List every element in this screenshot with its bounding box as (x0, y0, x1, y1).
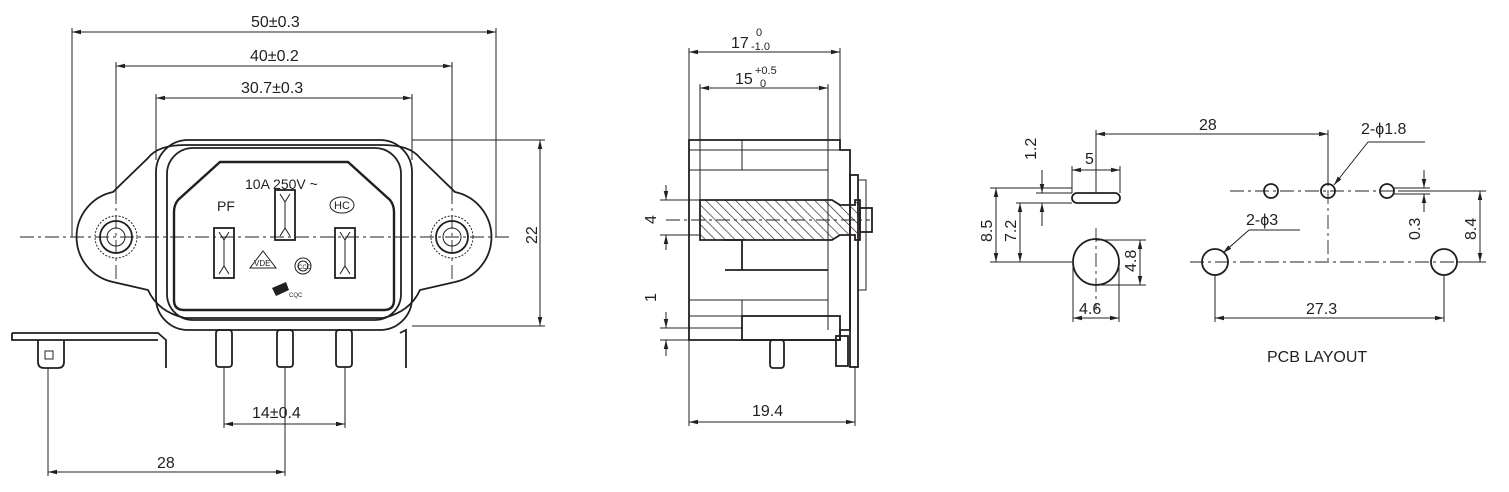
live-contact (213, 227, 235, 279)
svg-text:1.2: 1.2 (1023, 138, 1040, 160)
svg-text:HC: HC (334, 200, 350, 212)
rear-plate-step (857, 179, 867, 291)
socket-body-rim (166, 147, 402, 321)
front-view: 10A 250V ~ PF HC VDE CCC CQC (11, 14, 545, 476)
dim-slot-height: 1.2 (1023, 138, 1072, 226)
side-tab (835, 335, 849, 367)
svg-text:0: 0 (760, 78, 766, 90)
svg-text:40±0.2: 40±0.2 (250, 48, 299, 65)
vde-mark-icon: VDE (248, 250, 278, 269)
dim-slot-spacing: 28 (1095, 117, 1329, 193)
solder-pins (215, 329, 353, 368)
rating-label: 10A 250V ~ (245, 176, 318, 192)
dim-pin-offset: 4 (643, 185, 700, 250)
dim-small-holes: 2-ϕ1.8 (1333, 121, 1425, 186)
small-hole-right (1379, 183, 1395, 199)
dim-depth-main: 17 0 -1.0 (688, 27, 841, 140)
right-mounting-hole (430, 215, 474, 259)
dim-hole-spacing: 27.3 (1214, 275, 1445, 322)
small-hole-left (1263, 183, 1279, 199)
svg-text:28: 28 (157, 455, 175, 472)
earth-contact (274, 189, 296, 241)
dim-total-depth: 19.4 (688, 340, 856, 426)
svg-text:14±0.4: 14±0.4 (252, 405, 301, 422)
svg-text:2-ϕ1.8: 2-ϕ1.8 (1361, 121, 1407, 138)
hc-mark: HC (329, 196, 355, 214)
side-contact-pin (699, 199, 861, 241)
svg-text:7.2: 7.2 (1003, 220, 1020, 242)
svg-text:19.4: 19.4 (752, 403, 783, 420)
svg-text:4: 4 (643, 215, 660, 224)
dim-height-large: 8.5 (979, 187, 1072, 263)
side-inner-pocket (725, 239, 828, 271)
svg-text:50±0.3: 50±0.3 (251, 14, 300, 31)
dim-overall-width: 50±0.3 (71, 14, 497, 237)
ccc-mark-icon: CCC (294, 257, 312, 275)
left-mounting-hole (94, 215, 138, 259)
side-foot (741, 315, 841, 341)
dim-base-gap: 1 (643, 293, 742, 356)
svg-text:-1.0: -1.0 (751, 41, 770, 53)
svg-text:17: 17 (731, 35, 749, 52)
svg-text:+0.5: +0.5 (755, 65, 777, 77)
dim-large-holes: 2-ϕ3 (1222, 212, 1300, 254)
svg-text:2-ϕ3: 2-ϕ3 (1246, 212, 1278, 229)
dim-height: 22 (412, 139, 545, 327)
svg-text:8.5: 8.5 (979, 220, 996, 242)
svg-text:CQC: CQC (289, 293, 303, 299)
dim-offset: 0.3 (1394, 170, 1430, 240)
dim-depth-inner: 15 +0.5 0 (699, 65, 829, 200)
svg-text:28: 28 (1199, 117, 1217, 134)
svg-text:0: 0 (756, 27, 762, 39)
earth-slot (1071, 192, 1121, 204)
dim-height-small: 7.2 (1003, 202, 1072, 262)
svg-text:4.6: 4.6 (1079, 301, 1101, 318)
svg-text:5: 5 (1085, 151, 1094, 168)
svg-text:27.3: 27.3 (1306, 301, 1337, 318)
svg-text:4.8: 4.8 (1123, 250, 1140, 272)
pcb-layout: 28 2-ϕ1.8 1.2 5 8.5 7. (979, 117, 1486, 366)
svg-text:30.7±0.3: 30.7±0.3 (241, 80, 303, 97)
dim-tab-offset: 28 (47, 367, 286, 476)
svg-text:8.4: 8.4 (1463, 218, 1480, 240)
pcb-mounting-tab (11, 328, 407, 369)
dim-body-width: 30.7±0.3 (155, 80, 413, 160)
side-view: 17 0 -1.0 15 +0.5 0 4 1 (643, 27, 873, 426)
dim-pad-height: 4.8 (1096, 239, 1146, 286)
side-solder-pin (769, 339, 785, 369)
dim-mount-hole-spacing: 40±0.2 (115, 48, 453, 200)
svg-text:22: 22 (524, 226, 541, 244)
neutral-contact (334, 227, 356, 279)
cqc-mark-icon: CQC (272, 282, 303, 299)
pcb-layout-title: PCB LAYOUT (1267, 349, 1367, 366)
pf-mark: PF (217, 198, 235, 214)
svg-text:CCC: CCC (298, 265, 312, 271)
svg-text:15: 15 (735, 71, 753, 88)
svg-text:0.3: 0.3 (1407, 218, 1424, 240)
socket-cavity (172, 160, 396, 312)
socket-body-outer (155, 139, 413, 331)
svg-text:1: 1 (643, 293, 660, 302)
svg-text:VDE: VDE (254, 259, 270, 268)
dim-right-height: 8.4 (1400, 190, 1486, 263)
dim-pad-width: 4.6 (1072, 262, 1120, 322)
